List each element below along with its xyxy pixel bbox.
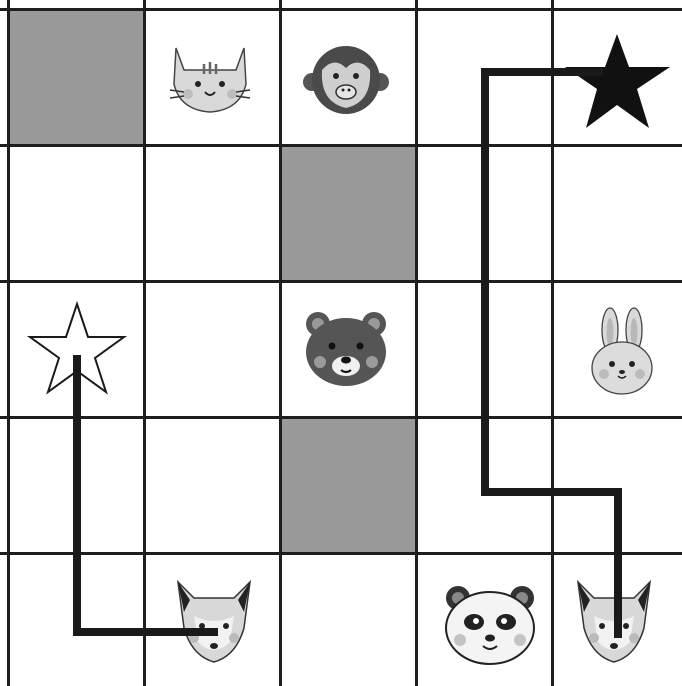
cat-icon[interactable] bbox=[170, 48, 250, 112]
monkey-icon[interactable] bbox=[303, 46, 389, 114]
rabbit-icon[interactable] bbox=[592, 308, 652, 394]
star-filled-icon[interactable] bbox=[565, 34, 670, 128]
path-star-outline-to-fox bbox=[77, 355, 218, 632]
panda-icon[interactable] bbox=[446, 586, 534, 664]
fox-icon[interactable] bbox=[178, 582, 250, 662]
bear-icon[interactable] bbox=[306, 312, 386, 386]
